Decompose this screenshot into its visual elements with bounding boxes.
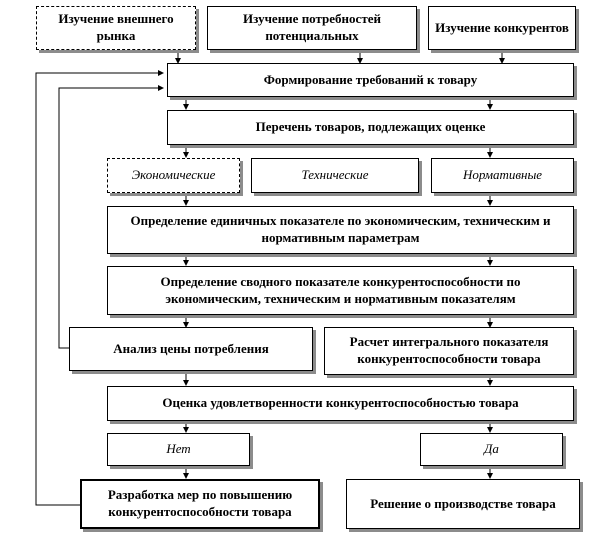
box-technical-params: Технические xyxy=(251,158,419,193)
box-improvement-measures: Разработка мер по повышению конкурентосп… xyxy=(80,479,320,529)
box-decision-yes: Да xyxy=(420,433,563,466)
box-normative-params: Нормативные xyxy=(431,158,574,193)
box-competitor-research: Изучение конкурентов xyxy=(428,6,576,50)
box-integral-indicator: Расчет интегрального показателя конкурен… xyxy=(324,327,574,375)
feedback-loop-improvement xyxy=(35,70,164,506)
box-product-list: Перечень товаров, подлежащих оценке xyxy=(167,110,574,145)
box-decision-no: Нет xyxy=(107,433,250,466)
box-consumer-needs-research: Изучение потребностей потенциальных xyxy=(207,6,417,50)
box-economic-params: Экономические xyxy=(107,158,240,193)
box-satisfaction-assessment: Оценка удовлетворенности конкурентоспосо… xyxy=(107,386,574,421)
box-product-requirements: Формирование требований к товару xyxy=(167,63,574,97)
box-unit-indicators: Определение единичных показателе по экон… xyxy=(107,206,574,254)
box-production-decision: Решение о производстве товара xyxy=(346,479,580,529)
box-summary-indicator: Определение сводного показателе конкурен… xyxy=(107,266,574,315)
box-external-market-research: Изучение внешнего рынка xyxy=(36,6,196,50)
box-price-analysis: Анализ цены потребления xyxy=(69,327,313,371)
feedback-loop-price xyxy=(58,85,164,349)
